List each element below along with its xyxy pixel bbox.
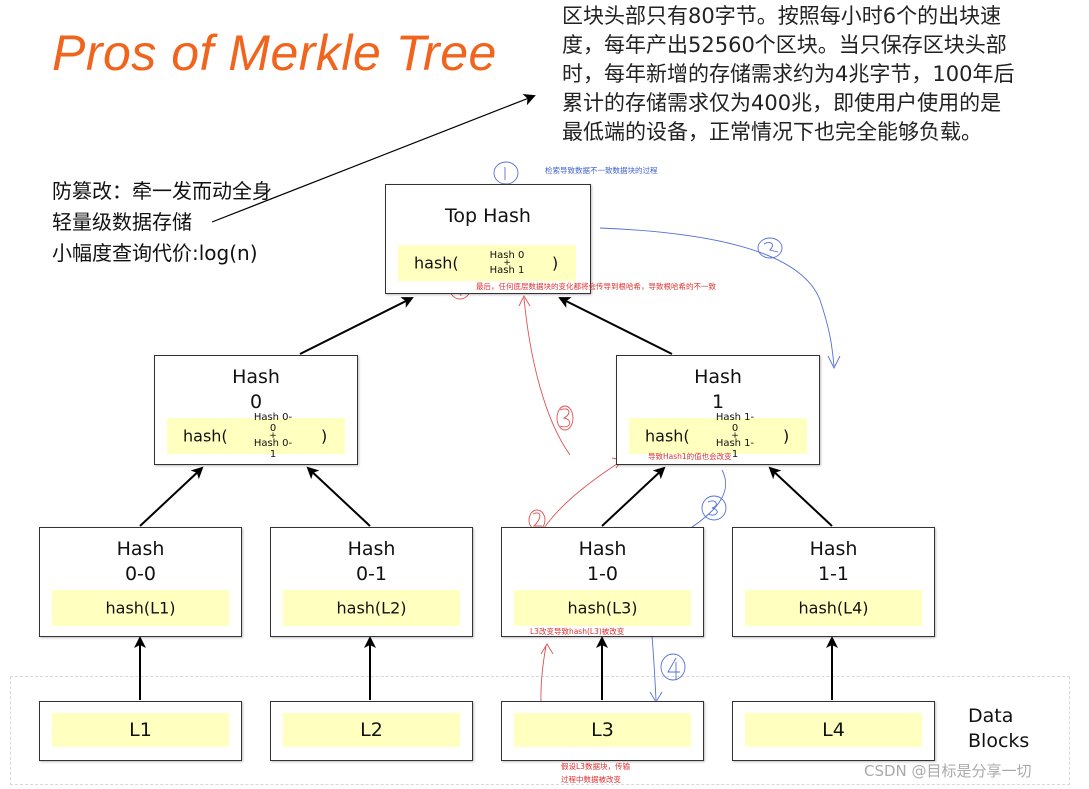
node-label: Hash: [578, 538, 627, 560]
hash-close: ): [552, 253, 559, 273]
plus-sign: +: [269, 431, 277, 441]
red-ink-path: [449, 278, 625, 753]
data-blocks-area: [10, 676, 1070, 785]
node-label: 0-1: [355, 563, 388, 585]
label-line: Data: [968, 705, 1014, 727]
node-label: 0-0: [124, 563, 157, 585]
data-label: L2: [360, 719, 383, 741]
hash-input-a: Hash 0: [489, 250, 525, 261]
data-block-value: L3: [514, 713, 691, 747]
data-block-l2: L2: [270, 701, 473, 761]
data-block-value: L2: [283, 713, 460, 747]
label-line: Blocks: [968, 730, 1030, 752]
hash-inputs: Hash 0-0 + Hash 0-1: [251, 412, 295, 460]
arrow-l10-h1: [601, 466, 666, 527]
data-block-value: L4: [745, 713, 922, 747]
note-line: 时，每年新增的存储需求约为4兆字节，100年后: [562, 62, 1015, 86]
arrow-l01-h0: [306, 466, 371, 527]
data-block-l1: L1: [39, 701, 242, 761]
hash-fn: hash(L1): [105, 598, 176, 618]
hash-1-node: Hash 1 hash( Hash 1-0 + Hash 1-1 ): [616, 355, 820, 465]
hash-1-0-node: Hash 1-0 hash(L3): [501, 527, 704, 637]
data-label: L3: [591, 719, 614, 741]
hash-fn: hash(L3): [567, 598, 638, 618]
node-label: Hash: [694, 366, 742, 388]
hash-1-1-node: Hash 1-1 hash(L4): [732, 527, 935, 637]
node-label: 1-1: [817, 563, 850, 585]
hash-0-node: Hash 0 hash( Hash 0-0 + Hash 0-1 ): [154, 355, 358, 465]
hash-input-b: Hash 0-1: [253, 438, 293, 460]
hash-input-b: Hash 1-1: [715, 438, 755, 460]
hash-close: ): [783, 426, 790, 446]
note-line: 区块头部只有80字节。按照每小时6个的出块速: [562, 4, 1002, 28]
note-line: 最低端的设备，正常情况下也完全能够负载。: [562, 120, 982, 144]
watermark: CSDN @目标是分享一切: [864, 762, 1032, 780]
arrow-h0-top: [299, 297, 414, 355]
annotation-line: 过程中数据被改变: [561, 775, 621, 784]
arrow-l11-h1: [768, 466, 833, 527]
note-line: 度，每年产出52560个区块。当只保存区块头部: [562, 33, 1007, 57]
arrow-h1-top: [558, 297, 673, 355]
pros-item: 小幅度查询代价:log(n): [52, 241, 258, 265]
hash-fn: hash(: [414, 253, 459, 273]
leaf-formula: hash(L2): [283, 590, 460, 626]
annotation-red-top: 最后，任何底层数据块的变化都将会传导到根哈希，导致根哈希的不一致: [476, 282, 716, 291]
plus-sign: +: [731, 431, 739, 441]
hash-fn: hash(L4): [798, 598, 869, 618]
data-blocks-label: Data Blocks: [968, 704, 1029, 754]
leaf-formula: hash(L1): [52, 590, 229, 626]
hash-0-1-node: Hash 0-1 hash(L2): [270, 527, 473, 637]
node-label: 0: [249, 391, 263, 413]
node-label: Hash: [232, 366, 280, 388]
data-block-l4: L4: [732, 701, 935, 761]
node-label: Hash: [809, 538, 858, 560]
hash-inputs: Hash 1-0 + Hash 1-1: [713, 412, 757, 460]
hash-inputs: Hash 0 + Hash 1: [488, 250, 526, 276]
data-block-value: L1: [52, 713, 229, 747]
hash-0-0-node: Hash 0-0 hash(L1): [39, 527, 242, 637]
top-hash-node: Top Hash hash( Hash 0 + Hash 1 ): [385, 184, 591, 294]
arrow-l00-h0: [139, 466, 204, 527]
node-label: 1-0: [586, 563, 619, 585]
top-hash-formula: hash( Hash 0 + Hash 1 ): [398, 245, 576, 281]
hash-fn: hash(: [645, 426, 690, 446]
plus-sign: +: [503, 258, 511, 268]
pros-list: 防篡改：牵一发而动全身 轻量级数据存储 小幅度查询代价:log(n): [52, 176, 272, 269]
annotation-red-l3: L3改变导致hash(L3)被改变: [530, 627, 625, 636]
data-label: L4: [822, 719, 845, 741]
hash-input-b: Hash 1: [489, 265, 525, 276]
hash-close: ): [321, 426, 328, 446]
hash-input-a: Hash 1-0: [715, 412, 755, 434]
data-label: L1: [129, 719, 152, 741]
annotation-line: 假设L3数据块，传输: [561, 762, 630, 771]
pros-item: 防篡改：牵一发而动全身: [52, 179, 272, 203]
leaf-formula: hash(L4): [745, 590, 922, 626]
leaf-formula: hash(L3): [514, 590, 691, 626]
hash-input-a: Hash 0-0: [253, 412, 293, 434]
pros-item: 轻量级数据存储: [52, 210, 192, 234]
note-pointer-arrow: [211, 94, 536, 223]
node-label: 1: [711, 391, 725, 413]
node-label: Hash: [347, 538, 396, 560]
hash-0-formula: hash( Hash 0-0 + Hash 0-1 ): [167, 412, 345, 460]
hash-fn: hash(: [183, 426, 228, 446]
annotation-red-bottom: 假设L3数据块，传输 过程中数据被改变: [561, 760, 630, 786]
node-label: Hash: [116, 538, 165, 560]
slide-title: Pros of Merkle Tree: [52, 25, 497, 81]
note-line: 累计的存储需求仅为400兆，即使用户使用的是: [562, 91, 1002, 115]
block-header-note: 区块头部只有80字节。按照每小时6个的出块速 度，每年产出52560个区块。当只…: [562, 2, 1082, 147]
top-hash-label: Top Hash: [445, 205, 531, 227]
annotation-blue-top: 检索导致数据不一致数据块的过程: [545, 166, 658, 175]
hash-1-formula: hash( Hash 1-0 + Hash 1-1 ): [629, 412, 807, 460]
data-block-l3: L3: [501, 701, 704, 761]
annotation-red-h1: 导致Hash1的值也会改变: [648, 452, 732, 461]
hash-fn: hash(L2): [336, 598, 407, 618]
